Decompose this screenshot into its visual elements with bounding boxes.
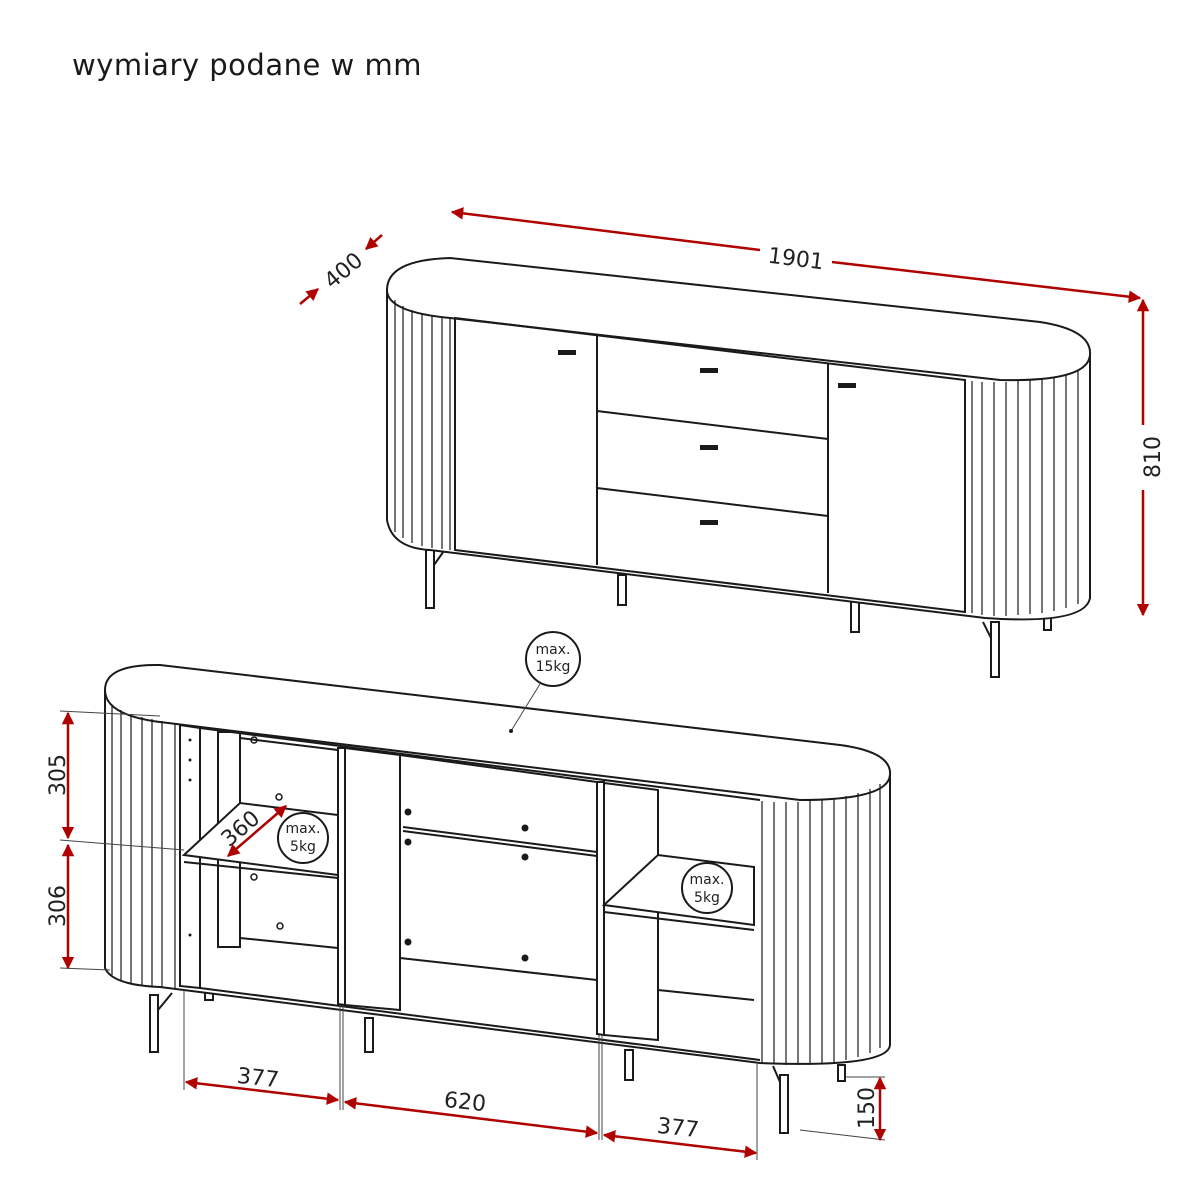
left-shelf-load-badge: max. 5kg <box>277 812 329 864</box>
dimension-height: 810 <box>1136 298 1166 617</box>
right-shelf-load-badge: max. 5kg <box>681 862 733 914</box>
sideboard-closed <box>385 256 1092 678</box>
handles <box>558 350 856 525</box>
top-load-line1: max. <box>536 642 571 658</box>
fluted-panel-right-open <box>761 784 881 1065</box>
sideboard-open <box>103 663 892 1134</box>
units-note: wymiary podane w mm <box>72 48 422 82</box>
dimension-depth: 400 <box>299 234 383 305</box>
fluted-panel-left <box>394 300 451 550</box>
shelf-pins <box>404 808 529 962</box>
width-label: 1901 <box>767 244 826 276</box>
left-load-line2: 5kg <box>290 839 316 855</box>
dimension-leg-height: 150 <box>855 1076 887 1142</box>
right-width-label: 377 <box>656 1114 700 1143</box>
dimension-right-width: 377 <box>602 1114 758 1158</box>
right-load-line1: max. <box>690 872 725 888</box>
left-load-line1: max. <box>286 821 321 837</box>
dimension-lower-height: 306 <box>46 843 75 970</box>
right-load-line2: 5kg <box>694 890 720 906</box>
top-surface <box>385 256 1092 382</box>
legs <box>425 547 1052 678</box>
top-load-badge: max. 15kg <box>509 631 581 733</box>
lower-height-label: 306 <box>46 885 71 927</box>
left-width-label: 377 <box>236 1064 280 1093</box>
dimension-upper-height: 305 <box>46 711 75 840</box>
dimension-center-width: 620 <box>343 1088 599 1138</box>
upper-height-label: 305 <box>46 754 71 796</box>
leg-height-label: 150 <box>855 1087 880 1129</box>
top-surface-open <box>103 663 892 802</box>
height-label: 810 <box>1141 436 1166 478</box>
depth-label: 400 <box>320 248 368 294</box>
top-load-line2: 15kg <box>536 659 571 675</box>
dimension-left-width: 377 <box>184 1064 340 1105</box>
fluted-panel-right <box>971 370 1079 616</box>
center-width-label: 620 <box>443 1088 487 1117</box>
legs-open <box>149 991 846 1134</box>
